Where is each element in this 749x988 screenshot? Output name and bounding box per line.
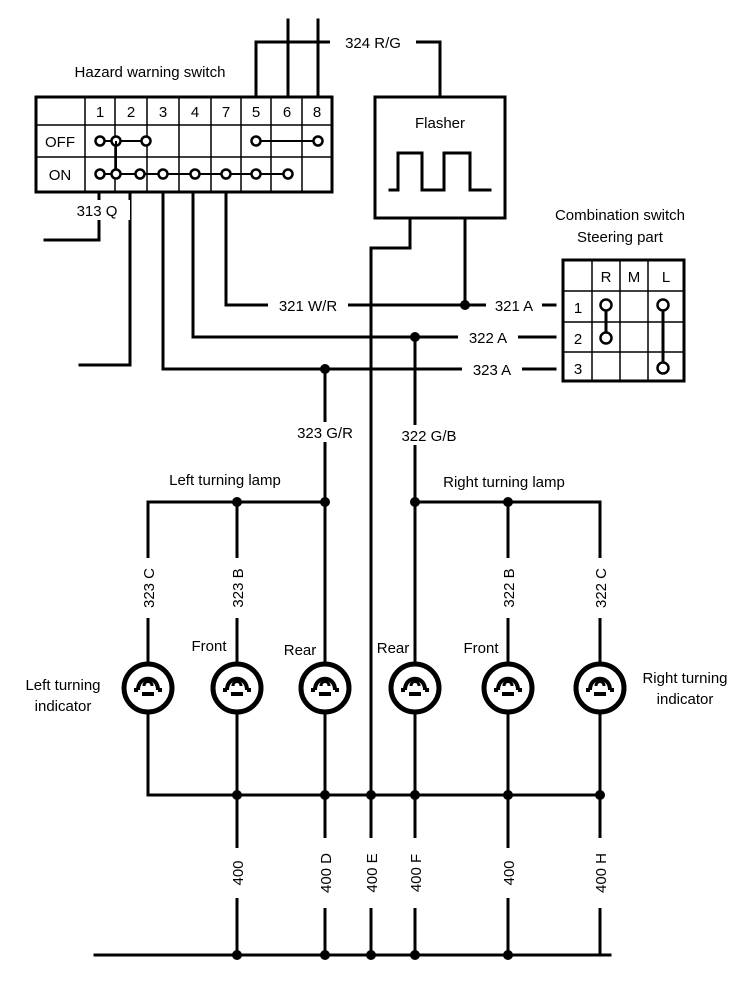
right-front-lamp-bulb-icon (481, 661, 535, 715)
label-323-b: 323 B (230, 568, 247, 607)
left-lamp-group-label: Left turning lamp (169, 472, 281, 489)
label-323-c: 323 C (141, 568, 158, 608)
terminal-label-3: 3 (159, 104, 167, 121)
terminal-label-6: 6 (283, 104, 291, 121)
left-indicator-label-2: indicator (35, 698, 92, 715)
combination-switch: Combination switch Steering part R M L 1… (555, 207, 686, 383)
label-400-f: 400 F (408, 854, 425, 892)
label-322-gb: 322 G/B (401, 428, 456, 445)
terminal-label-4: 4 (191, 104, 199, 121)
right-front-label: Front (463, 640, 499, 657)
label-322-a: 322 A (469, 330, 507, 347)
label-321-a: 321 A (495, 298, 533, 315)
label-313-q: 313 Q (77, 203, 118, 220)
label-323-a: 323 A (473, 362, 511, 379)
left-front-lamp-bulb-icon (210, 661, 264, 715)
contact-off-8 (312, 135, 324, 147)
row-label-3: 3 (574, 361, 582, 378)
label-400-e: 400 E (364, 853, 381, 892)
hazard-switch-title: Hazard warning switch (75, 64, 226, 81)
label-400-right: 400 (501, 860, 518, 885)
flasher-title: Flasher (415, 115, 465, 132)
lamps: Left turning indicator Front Rear Rear F… (25, 638, 727, 715)
left-rear-lamp-bulb-icon (298, 661, 352, 715)
terminal-label-5: 5 (252, 104, 260, 121)
right-rear-lamp-bulb-icon (388, 661, 442, 715)
label-400-left: 400 (230, 860, 247, 885)
left-indicator-label-1: Left turning (25, 677, 100, 694)
column-label-l: L (662, 269, 670, 286)
left-turning-indicator-bulb-icon (121, 661, 175, 715)
vertical-wire-labels: 323 C 323 B 322 B 322 C 400 400 D 400 E … (138, 558, 610, 908)
row-label-1: 1 (574, 300, 582, 317)
wire-labels: 324 R/G 313 Q 321 W/R 321 A 322 A 323 A … (70, 32, 565, 491)
left-rear-label: Rear (284, 642, 317, 659)
flasher: Flasher (373, 95, 507, 220)
right-indicator-label-1: Right turning (642, 670, 727, 687)
label-322-b: 322 B (501, 568, 518, 607)
terminal-label-8: 8 (313, 104, 321, 121)
column-label-m: M (628, 269, 641, 286)
combination-switch-subtitle: Steering part (577, 229, 664, 246)
hazard-warning-switch: Hazard warning switch 1 2 3 4 7 5 6 8 OF… (34, 64, 334, 194)
label-321-wr: 321 W/R (279, 298, 338, 315)
right-rear-label: Rear (377, 640, 410, 657)
right-turning-indicator-bulb-icon (573, 661, 627, 715)
label-322-c: 322 C (593, 568, 610, 608)
combination-switch-title: Combination switch (555, 207, 685, 224)
pulse-wave-icon (388, 151, 492, 192)
row-label-2: 2 (574, 331, 582, 348)
contact-off-5 (250, 135, 262, 147)
junction-dots (232, 300, 605, 960)
left-front-label: Front (191, 638, 227, 655)
label-400-h: 400 H (593, 853, 610, 893)
label-324-rg: 324 R/G (345, 35, 401, 52)
terminal-label-2: 2 (127, 104, 135, 121)
label-323-gr: 323 G/R (297, 425, 353, 442)
contact-off-2 (140, 135, 152, 147)
label-400-d: 400 D (318, 853, 335, 893)
row-label-off: OFF (45, 134, 75, 151)
terminal-label-1: 1 (96, 104, 104, 121)
contact-off-1 (94, 135, 106, 147)
right-indicator-label-2: indicator (657, 691, 714, 708)
terminal-label-7: 7 (222, 104, 230, 121)
right-lamp-group-label: Right turning lamp (443, 474, 565, 491)
column-label-r: R (601, 269, 612, 286)
row-label-on: ON (49, 167, 72, 184)
